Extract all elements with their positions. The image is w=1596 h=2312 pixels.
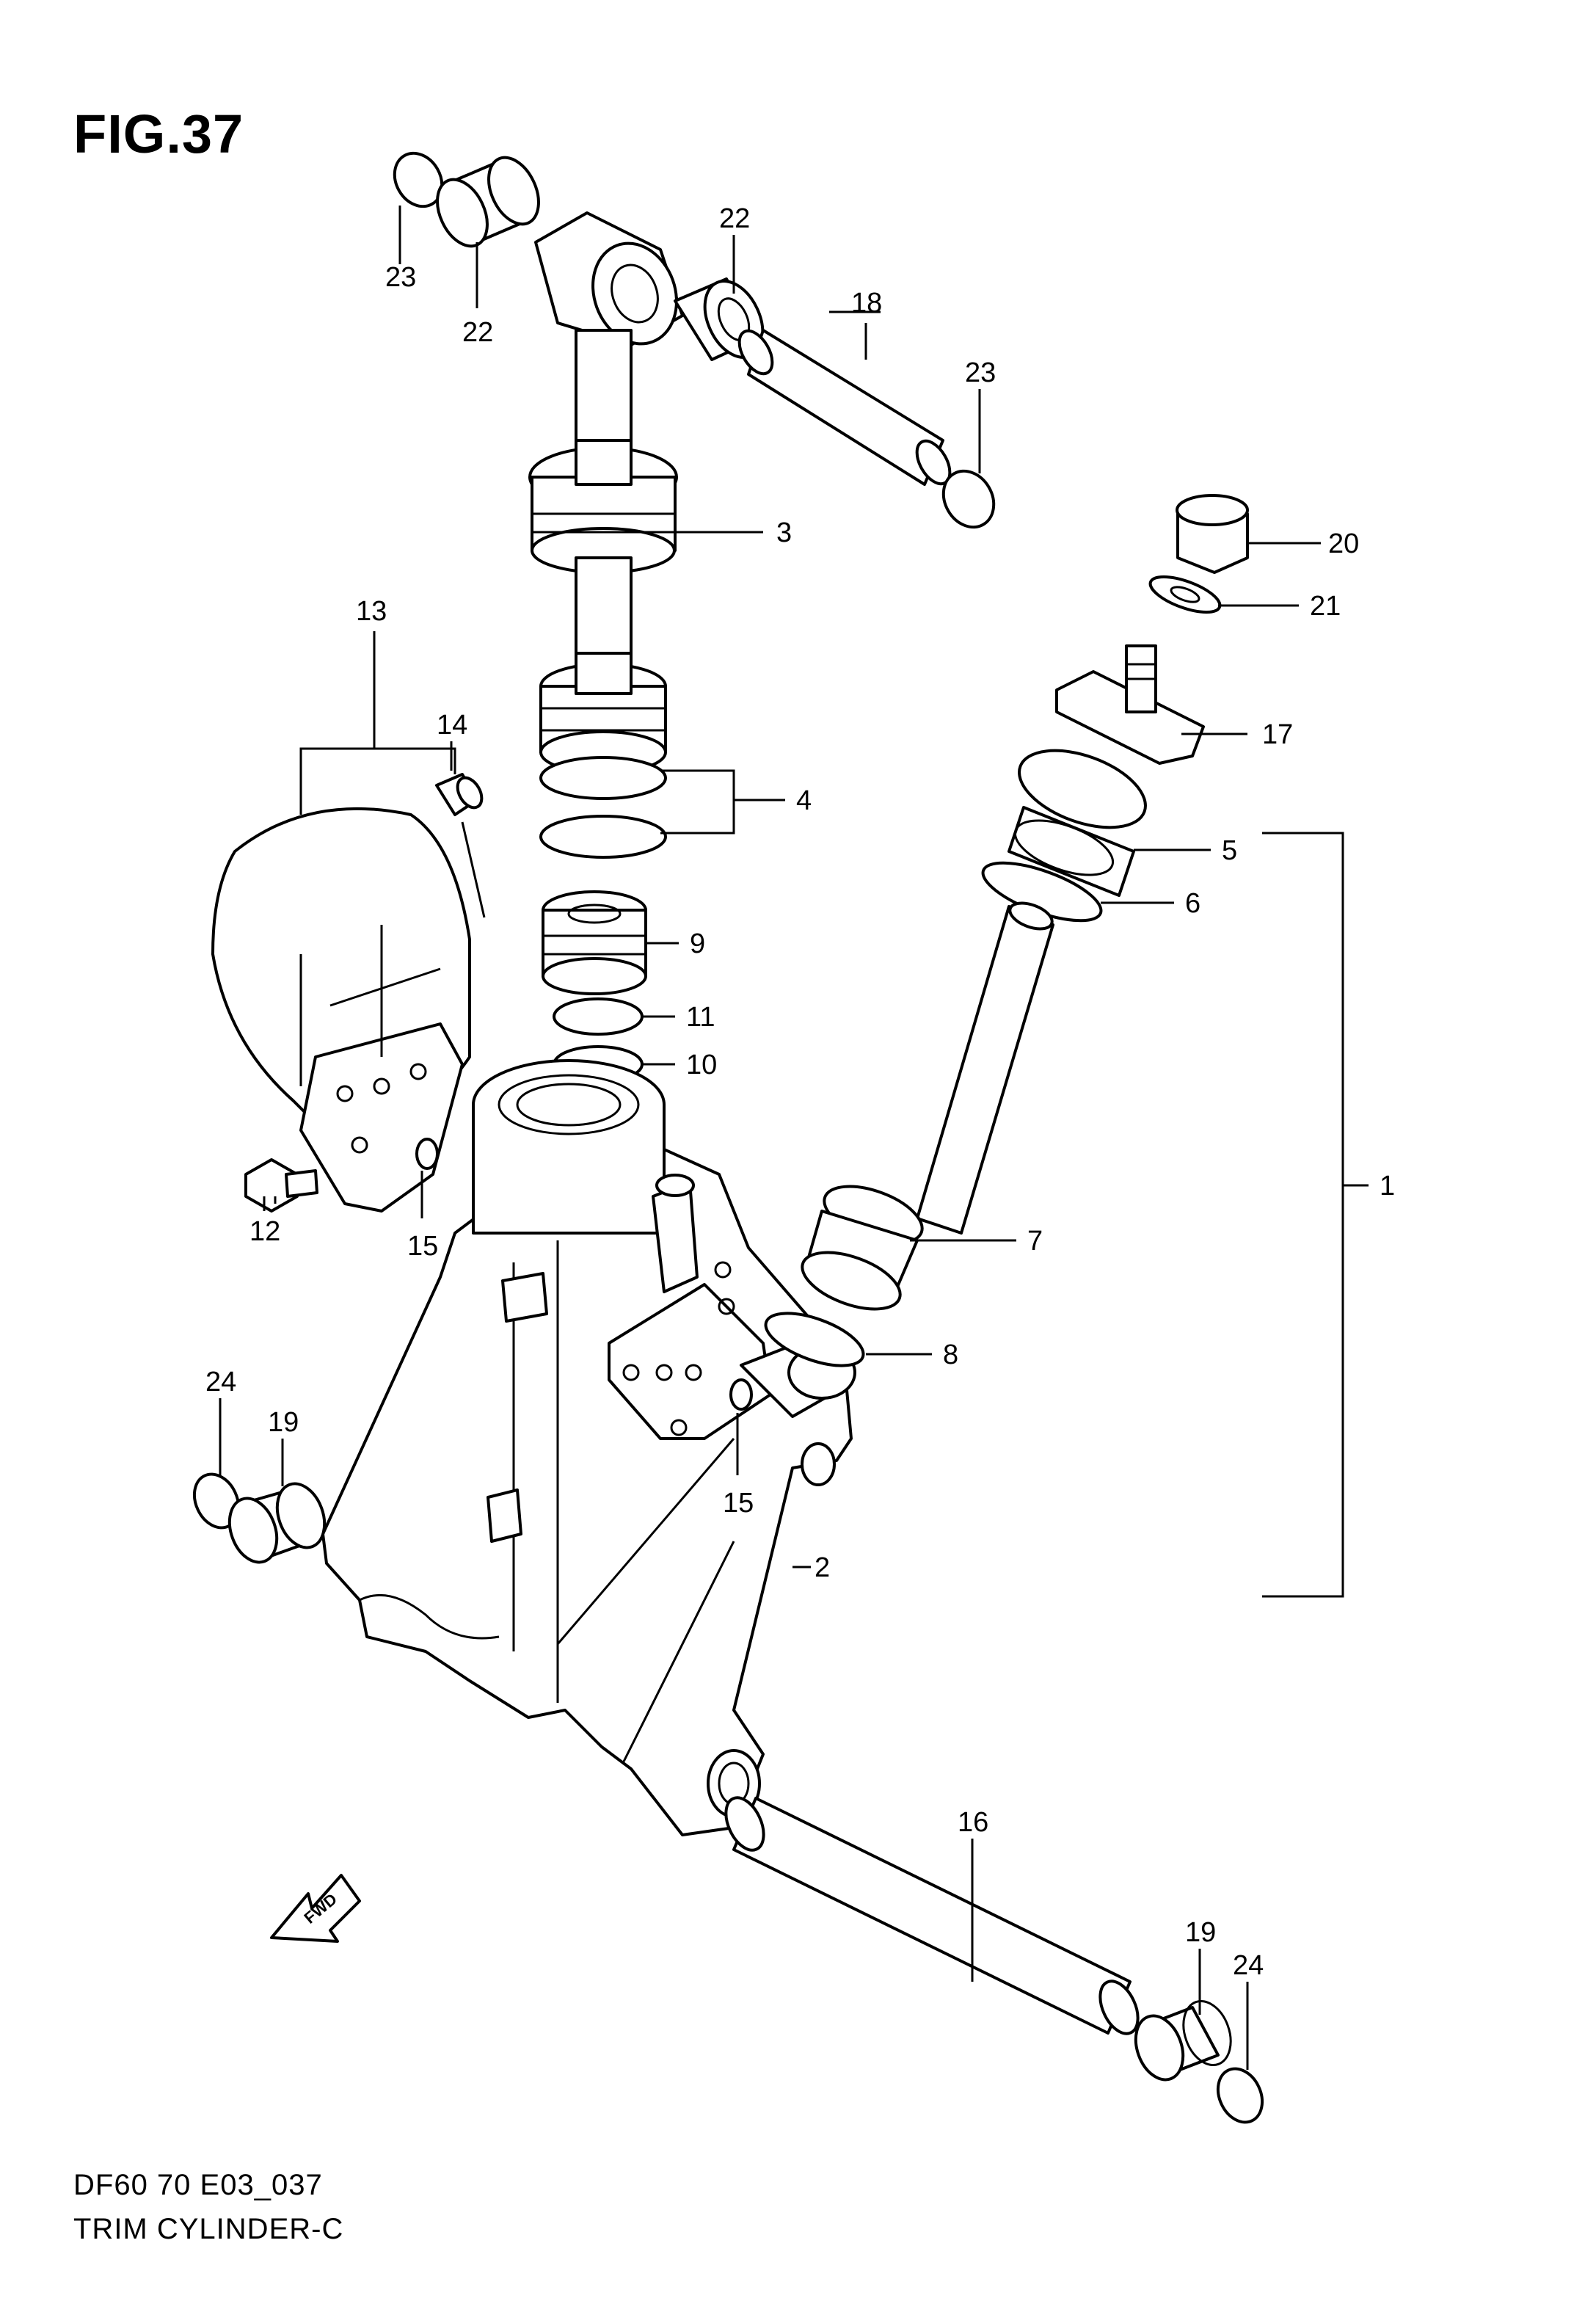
- cap-nut-20: [1176, 494, 1249, 574]
- grommet-14: [435, 773, 484, 816]
- washer-15-left: [415, 1138, 439, 1170]
- plate-17: [1055, 644, 1205, 765]
- callout-14: 14: [437, 710, 467, 741]
- snap-ring-23-top-right: [941, 469, 996, 529]
- bushing-19-left: [227, 1482, 327, 1564]
- tilt-piston-7: [801, 1185, 924, 1311]
- callout-9: 9: [690, 928, 705, 959]
- callout-24-right: 24: [1233, 1950, 1264, 1981]
- o-rings-4: [539, 756, 667, 859]
- callout-1: 1: [1380, 1171, 1395, 1202]
- rod-clevis-head: [534, 211, 684, 346]
- callout-labels: 1 2 3 4 5 6 7 8 9 10 11 12 13 14 15 15 1…: [205, 203, 1395, 1981]
- callout-6: 6: [1185, 888, 1200, 919]
- free-piston-9: [542, 890, 647, 995]
- piston: [539, 652, 667, 774]
- callout-15-left: 15: [407, 1231, 438, 1262]
- callout-23-right: 23: [965, 357, 996, 388]
- callout-18: 18: [851, 288, 882, 319]
- washer-15-right: [729, 1378, 753, 1411]
- callout-23-left: 23: [385, 262, 416, 293]
- callout-22-right: 22: [719, 203, 750, 234]
- figure-title: FIG.37: [73, 103, 244, 164]
- fwd-arrow-icon: FWD: [270, 1874, 361, 1943]
- cylinder-cap-3: [528, 439, 678, 574]
- callout-16: 16: [958, 1807, 988, 1838]
- callout-3: 3: [776, 517, 792, 548]
- bracket-13: [299, 631, 456, 815]
- bracket-1: [1262, 832, 1369, 1598]
- callout-24-left: 24: [205, 1367, 236, 1397]
- leader-lines: [219, 206, 1321, 2070]
- bracket-4: [660, 769, 785, 835]
- pin-18: [737, 329, 952, 486]
- pin-16: [724, 1796, 1140, 2035]
- bolt-12: [244, 1158, 318, 1213]
- callout-15-right: 15: [723, 1488, 754, 1519]
- bushing-19-right: [1134, 1999, 1232, 2082]
- callout-4: 4: [796, 785, 812, 816]
- callout-17: 17: [1262, 719, 1293, 750]
- o-ring-8: [764, 1312, 865, 1367]
- snap-ring-24-right: [1216, 2067, 1264, 2124]
- callout-12: 12: [249, 1216, 280, 1247]
- figure-code: DF60 70 E03_037: [73, 2169, 323, 2201]
- callout-19-right: 19: [1185, 1917, 1216, 1948]
- washer-21: [1148, 575, 1222, 614]
- bushing-22-top-left: [436, 156, 540, 248]
- snap-ring-23-top-left: [393, 151, 444, 208]
- callout-13: 13: [356, 596, 387, 627]
- callout-22-left: 22: [462, 317, 493, 348]
- anode-cover-13: [211, 807, 471, 1213]
- callout-21: 21: [1310, 591, 1341, 622]
- callout-5: 5: [1222, 835, 1237, 866]
- callout-8: 8: [943, 1339, 958, 1370]
- callout-11: 11: [686, 1002, 715, 1033]
- callout-19-left: 19: [268, 1407, 299, 1438]
- snap-ring-11: [553, 997, 644, 1036]
- figure-name: TRIM CYLINDER-C: [73, 2213, 344, 2245]
- plug-5: [1007, 749, 1147, 897]
- callout-20: 20: [1328, 528, 1359, 559]
- callout-2: 2: [815, 1552, 830, 1583]
- tilt-rod: [916, 901, 1054, 1235]
- callout-7: 7: [1027, 1226, 1043, 1257]
- callout-10: 10: [686, 1050, 717, 1080]
